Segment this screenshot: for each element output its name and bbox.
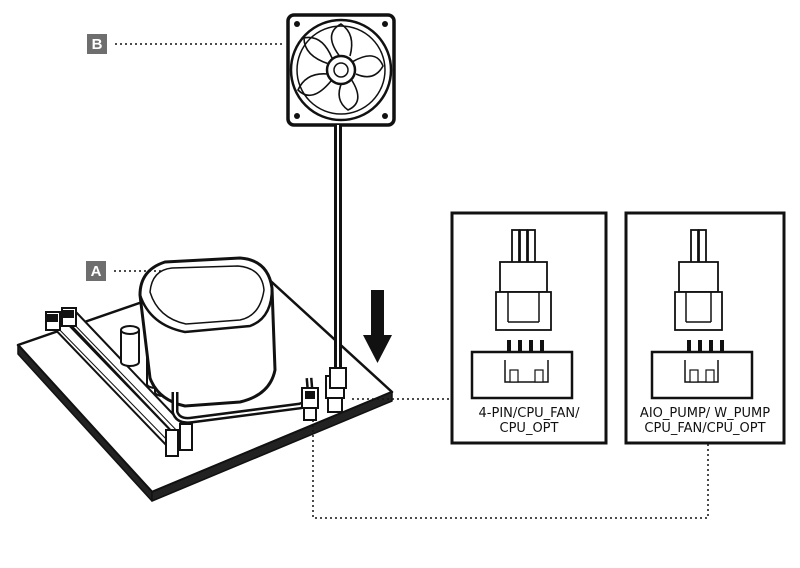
callout-a: A — [86, 261, 162, 281]
connector-panel-right: AIO_PUMP/ W_PUMP CPU_FAN/CPU_OPT — [624, 211, 786, 445]
connector-right-label-line2: CPU_FAN/CPU_OPT — [644, 421, 765, 436]
connector-right-label-line1: AIO_PUMP/ W_PUMP — [640, 406, 770, 421]
svg-text:B: B — [92, 36, 103, 53]
leader-lines — [312, 398, 709, 519]
svg-text:A: A — [91, 263, 102, 280]
fan-cable — [329, 125, 347, 389]
connector-panel-left: 4-PIN/CPU_FAN/ CPU_OPT — [450, 211, 608, 445]
aio-pump-block — [138, 256, 277, 408]
ram-slots — [45, 307, 193, 457]
connector-left-label-line2: CPU_OPT — [500, 421, 559, 436]
down-arrow — [363, 290, 392, 363]
callout-b: B — [87, 34, 284, 54]
fan — [286, 13, 396, 127]
connector-left-label-line1: 4-PIN/CPU_FAN/ — [479, 406, 581, 421]
